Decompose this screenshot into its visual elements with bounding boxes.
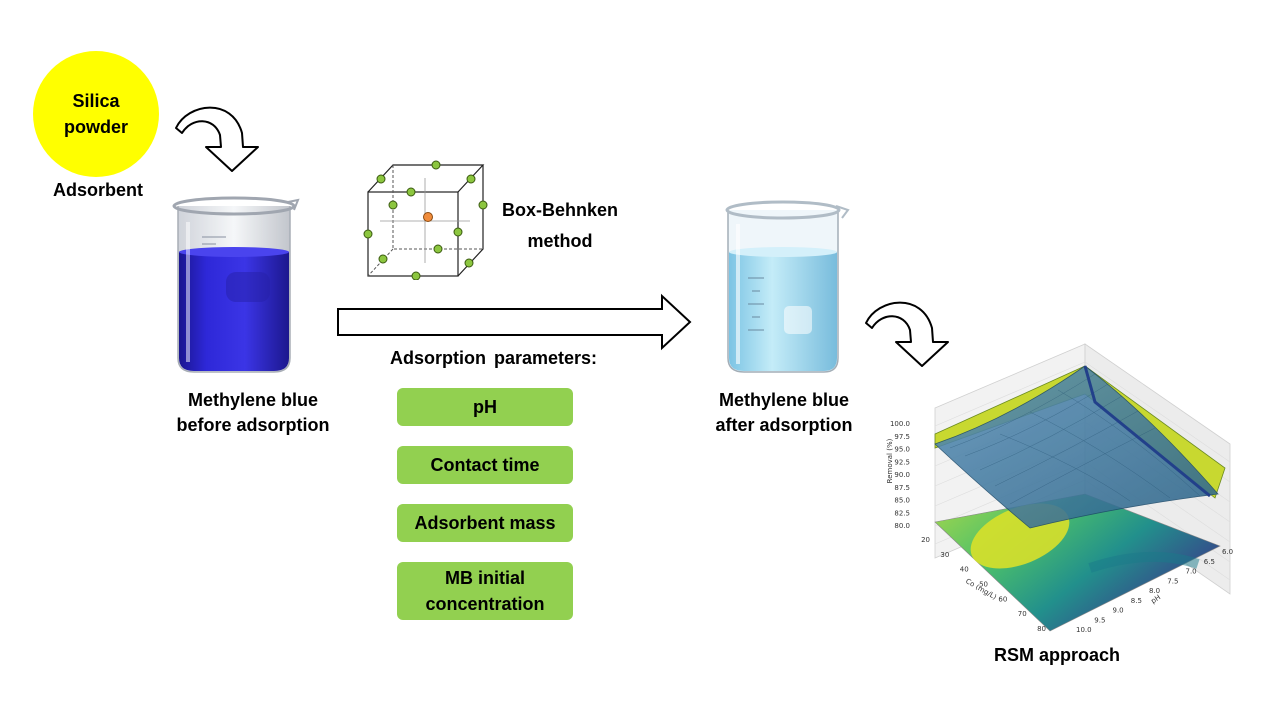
co-axis-ticks: 20 30 40 50 60 70 80 — [921, 536, 1046, 633]
ph-axis-tick-8: 10.0 — [1076, 626, 1092, 634]
ph-axis-tick-3: 7.5 — [1167, 577, 1178, 585]
rsm-surface-plot: 100.0 97.5 95.0 92.5 90.0 87.5 85.0 82.5 80.0 Re… — [886, 343, 1233, 634]
caption-after-adsorption: Methylene blue after adsorption — [674, 388, 894, 438]
ph-axis-tick-5: 8.5 — [1131, 597, 1142, 605]
z-axis-tick-7: 82.5 — [894, 509, 910, 517]
box-behnken-cube-diagram — [363, 160, 488, 280]
ph-axis-tick-4: 8.0 — [1149, 587, 1160, 595]
box-behnken-label: Box-Behnken method — [496, 195, 624, 257]
z-axis-tick-5: 87.5 — [894, 484, 910, 492]
beaker-before-image — [172, 196, 300, 373]
silica-line-2: powder — [63, 117, 128, 137]
caption-before-line-2: before adsorption — [176, 415, 330, 435]
parameter-contact-time: Contact time — [397, 446, 573, 484]
co-axis-tick-2: 40 — [960, 566, 969, 574]
co-axis-tick-0: 20 — [921, 536, 930, 544]
silica-line-1: Silica — [72, 91, 120, 111]
box-behnken-line-1: Box-Behnken — [501, 200, 618, 220]
ph-axis-tick-6: 9.0 — [1113, 607, 1124, 615]
z-axis-ticks: 100.0 97.5 95.0 92.5 90.0 87.5 85.0 82.5 80.0 — [890, 420, 910, 530]
silica-powder-circle: Silica powder — [33, 51, 159, 177]
co-axis-tick-1: 30 — [940, 551, 949, 559]
z-axis-tick-2: 95.0 — [894, 446, 910, 454]
caption-before-adsorption: Methylene blue before adsorption — [143, 388, 363, 438]
parameter-ph-text: pH — [473, 397, 497, 417]
parameter-mb-line-2: concentration — [425, 594, 545, 614]
z-axis-tick-8: 80.0 — [894, 522, 910, 530]
parameter-ph: pH — [397, 388, 573, 426]
parameter-contact-time-text: Contact time — [430, 455, 540, 475]
ph-axis-tick-0: 6.0 — [1222, 548, 1233, 556]
parameter-mb-line-1: MB initial — [444, 568, 525, 588]
co-axis-tick-6: 80 — [1037, 625, 1046, 633]
z-axis-tick-4: 90.0 — [894, 471, 910, 479]
beaker-after-image — [725, 200, 850, 373]
z-axis-tick-1: 97.5 — [894, 433, 910, 441]
process-arrow-icon — [337, 293, 692, 351]
box-behnken-line-2: method — [527, 231, 593, 251]
ph-axis-ticks: 6.0 6.5 7.0 7.5 8.0 8.5 9.0 9.510.0 — [1076, 548, 1233, 634]
parameter-adsorbent-mass-text: Adsorbent mass — [414, 513, 556, 533]
parameter-mb-initial-concentration: MB initial concentration — [397, 562, 573, 620]
z-axis-tick-3: 92.5 — [894, 458, 910, 466]
curved-arrow-icon-2 — [865, 301, 949, 367]
adsorption-parameters-title: Adsorption parameters: — [390, 348, 598, 368]
rsm-approach-label: RSM approach — [994, 645, 1121, 665]
co-axis-tick-5: 70 — [1018, 610, 1027, 618]
ph-axis-tick-1: 6.5 — [1204, 558, 1215, 566]
curved-arrow-icon-1 — [175, 106, 259, 172]
co-axis-tick-4: 60 — [998, 595, 1007, 603]
parameter-adsorbent-mass: Adsorbent mass — [397, 504, 573, 542]
caption-after-line-1: Methylene blue — [718, 390, 850, 410]
ph-axis-label: pH — [1150, 593, 1163, 605]
ph-axis-tick-7: 9.5 — [1094, 616, 1105, 624]
z-axis-tick-0: 100.0 — [890, 420, 910, 428]
co-axis-tick-3: 50 — [979, 581, 988, 589]
z-axis-tick-6: 85.0 — [894, 497, 910, 505]
caption-after-line-2: after adsorption — [715, 415, 853, 435]
z-axis-label: Removal (%) — [886, 438, 894, 483]
caption-before-line-1: Methylene blue — [187, 390, 319, 410]
adsorbent-label: Adsorbent — [53, 180, 143, 200]
ph-axis-tick-2: 7.0 — [1186, 568, 1197, 576]
